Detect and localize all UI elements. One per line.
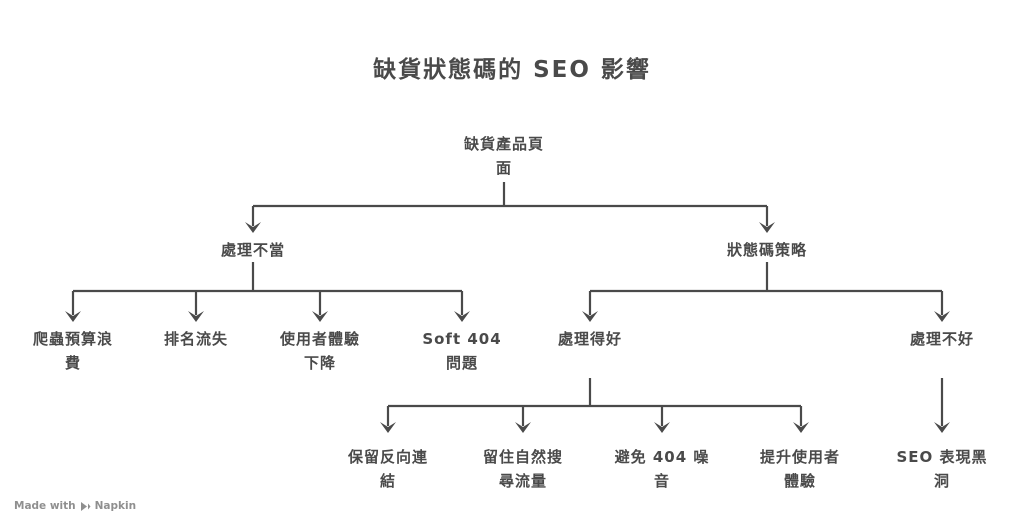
handled-well-branch-connector: [380, 378, 809, 433]
mishandled-branch-connector: [65, 262, 470, 322]
root-branch-connector: [245, 182, 775, 233]
node-avoid-404-noise: 避免 404 噪音: [614, 448, 710, 490]
node-status-code-strategy: 狀態碼策略: [726, 241, 807, 259]
node-root: 缺貨產品頁面: [463, 135, 544, 177]
watermark: Made with Napkin: [14, 500, 136, 512]
napkin-logo-icon: [80, 501, 91, 511]
diagram-title: 缺貨狀態碼的 SEO 影響: [373, 57, 651, 83]
watermark-brand: Napkin: [94, 500, 137, 512]
node-retain-organic-traffic: 留住自然搜尋流量: [482, 448, 563, 490]
node-soft-404-problem: Soft 404 問題: [422, 330, 502, 372]
node-seo-black-hole: SEO 表現黑洞: [896, 448, 988, 490]
node-ranking-loss: 排名流失: [163, 330, 228, 348]
node-handled-poorly: 處理不好: [909, 330, 974, 348]
node-handled-well: 處理得好: [557, 330, 622, 348]
strategy-branch-connector: [582, 262, 950, 322]
node-preserve-backlinks: 保留反向連結: [347, 448, 428, 490]
handled-poorly-branch-connector: [934, 378, 950, 433]
node-crawl-budget-waste: 爬蟲預算浪費: [32, 330, 113, 372]
node-ux-decline: 使用者體驗下降: [279, 330, 360, 372]
node-improve-ux: 提升使用者體驗: [759, 448, 840, 490]
node-mishandled: 處理不當: [220, 241, 285, 259]
watermark-prefix: Made with: [14, 500, 76, 512]
